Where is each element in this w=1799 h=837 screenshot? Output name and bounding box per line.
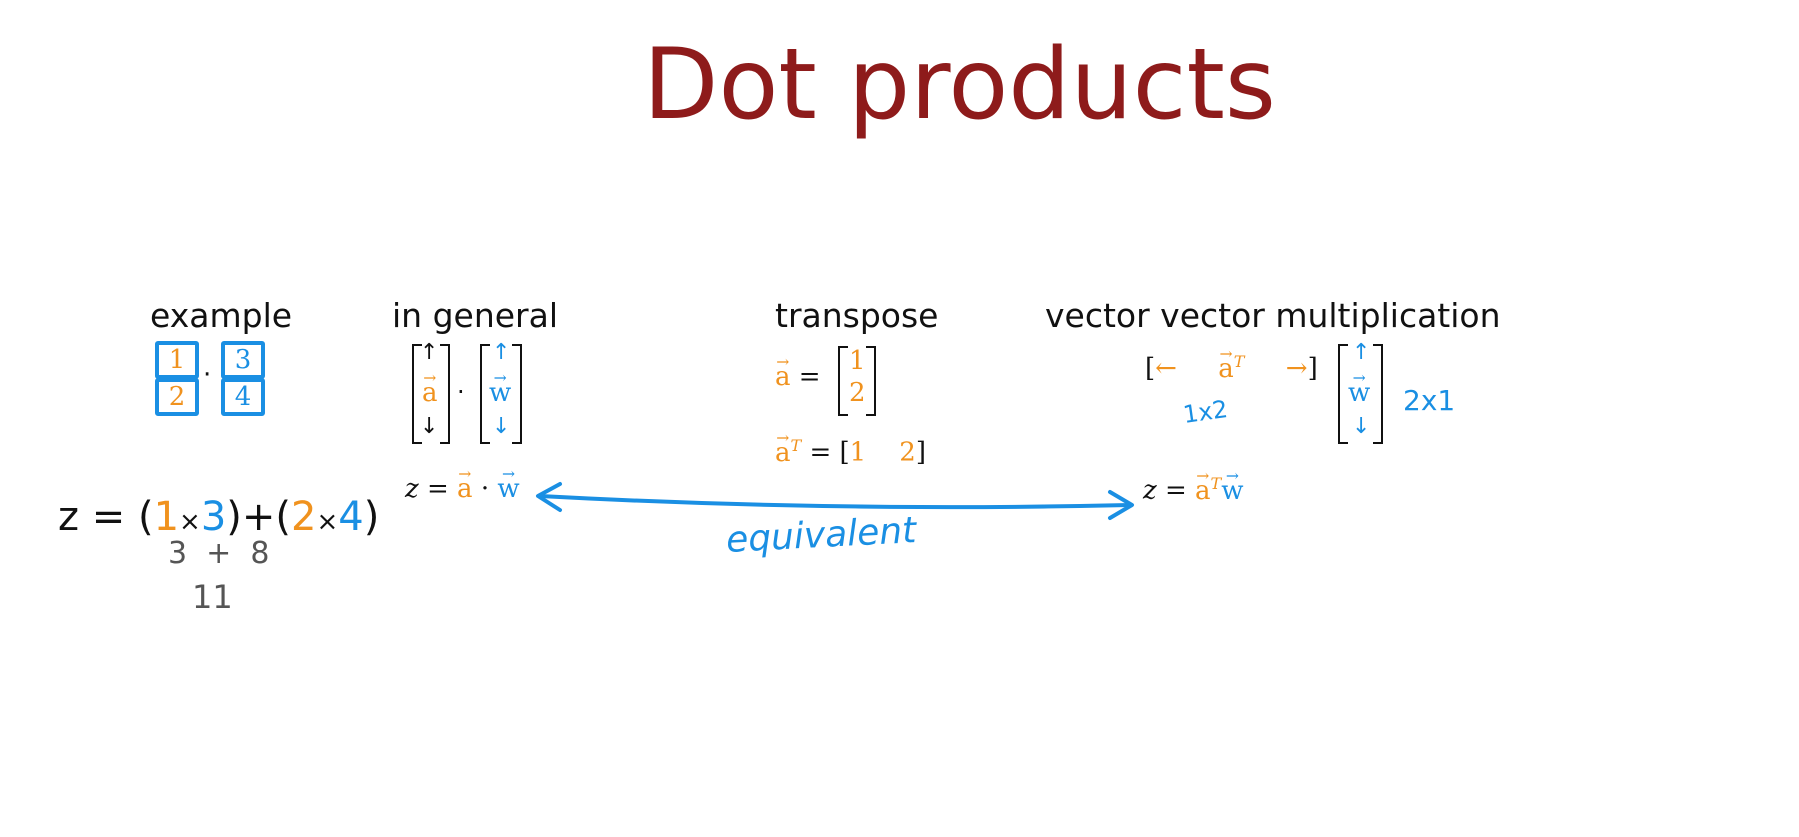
formula-w: w: [497, 465, 520, 504]
vv-formula: z = aTw: [1143, 467, 1244, 506]
a-up-arrow-icon: ↑: [420, 340, 439, 365]
general-formula: z = a · w: [405, 465, 520, 504]
col-dim-label: 2x1: [1403, 384, 1456, 417]
formula-z: z: [405, 474, 419, 504]
transpose-aT-a: a: [775, 429, 791, 468]
transpose-eq: =: [798, 362, 821, 392]
formula-eq: =: [426, 474, 449, 504]
example-result: 11: [192, 578, 233, 616]
a-left-bracket: [412, 344, 422, 444]
formula-dot: ·: [480, 474, 490, 504]
example-step: 3 + 8: [168, 536, 270, 571]
transpose-row-def: aT = [1 2]: [775, 429, 926, 468]
vv-formula-w: w: [1221, 467, 1244, 506]
vv-formula-T: T: [1210, 474, 1222, 493]
example-heading: example: [150, 296, 293, 335]
col-entry-1: 1: [849, 346, 866, 376]
example-w1-box: 3: [221, 341, 265, 379]
w-right-bracket: [512, 344, 522, 444]
eq-lparen: (: [137, 494, 154, 540]
example-dot: ·: [203, 360, 212, 390]
vv-formula-z: z: [1143, 475, 1157, 506]
eq-lparen-2: (: [275, 494, 291, 540]
w-up-arrow-icon: ↑: [492, 340, 511, 365]
eq-w1: 3: [200, 494, 227, 540]
transpose-a: a: [775, 353, 791, 392]
eq-equals: =: [91, 494, 126, 540]
w-down-arrow-icon: ↓: [492, 414, 511, 439]
row-entry-1: 1: [849, 437, 867, 468]
vv-w-up-arrow-icon: ↑: [1352, 340, 1371, 365]
example-a2-box: 2: [155, 378, 199, 416]
col-right-bracket: [866, 346, 876, 416]
a-right-bracket: [440, 344, 450, 444]
col-left-bracket: [838, 346, 848, 416]
slide-title: Dot products: [643, 28, 1276, 142]
vv-formula-a: a: [1195, 467, 1211, 506]
row-vector: [← aT →]: [1145, 345, 1318, 384]
vv-w-down-arrow-icon: ↓: [1352, 414, 1371, 439]
in-general-heading: in general: [392, 296, 558, 335]
row-a: a: [1218, 345, 1234, 384]
example-w2-box: 4: [221, 378, 265, 416]
vv-formula-eq: =: [1164, 475, 1187, 506]
transpose-a-def: a =: [775, 353, 821, 392]
left-arrow-icon: ←: [1155, 353, 1177, 384]
vv-w-vector: w: [1348, 369, 1371, 408]
eq-rparen-2: ): [363, 494, 380, 540]
eq-a1: 1: [153, 494, 180, 540]
eq-z: z: [58, 494, 79, 540]
transpose-T: T: [790, 436, 802, 455]
row-T: T: [1233, 352, 1245, 371]
w-vector: w: [489, 369, 512, 408]
formula-a: a: [457, 465, 473, 504]
example-equation: z = (1×3)+(2×4): [58, 494, 379, 540]
vv-w-left-bracket: [1338, 344, 1348, 444]
general-dot: ·: [457, 378, 465, 406]
eq-times: ×: [179, 507, 201, 537]
eq-w2: 4: [338, 494, 364, 540]
example-a1-box: 1: [155, 341, 199, 379]
a-vector: a: [422, 369, 438, 408]
transpose-eq-2: =: [809, 437, 832, 468]
w-left-bracket: [480, 344, 490, 444]
col-entry-2: 2: [849, 378, 866, 408]
eq-plus: +: [241, 494, 276, 540]
vector-vector-heading: vector vector multiplication: [1045, 296, 1501, 335]
a-down-arrow-icon: ↓: [420, 414, 439, 439]
vv-w-right-bracket: [1373, 344, 1383, 444]
row-entry-2: 2: [899, 437, 916, 468]
eq-a2: 2: [291, 494, 317, 540]
right-arrow-icon: →: [1285, 353, 1308, 384]
eq-times-2: ×: [316, 507, 339, 537]
transpose-heading: transpose: [775, 296, 939, 335]
eq-rparen: ): [226, 494, 242, 540]
